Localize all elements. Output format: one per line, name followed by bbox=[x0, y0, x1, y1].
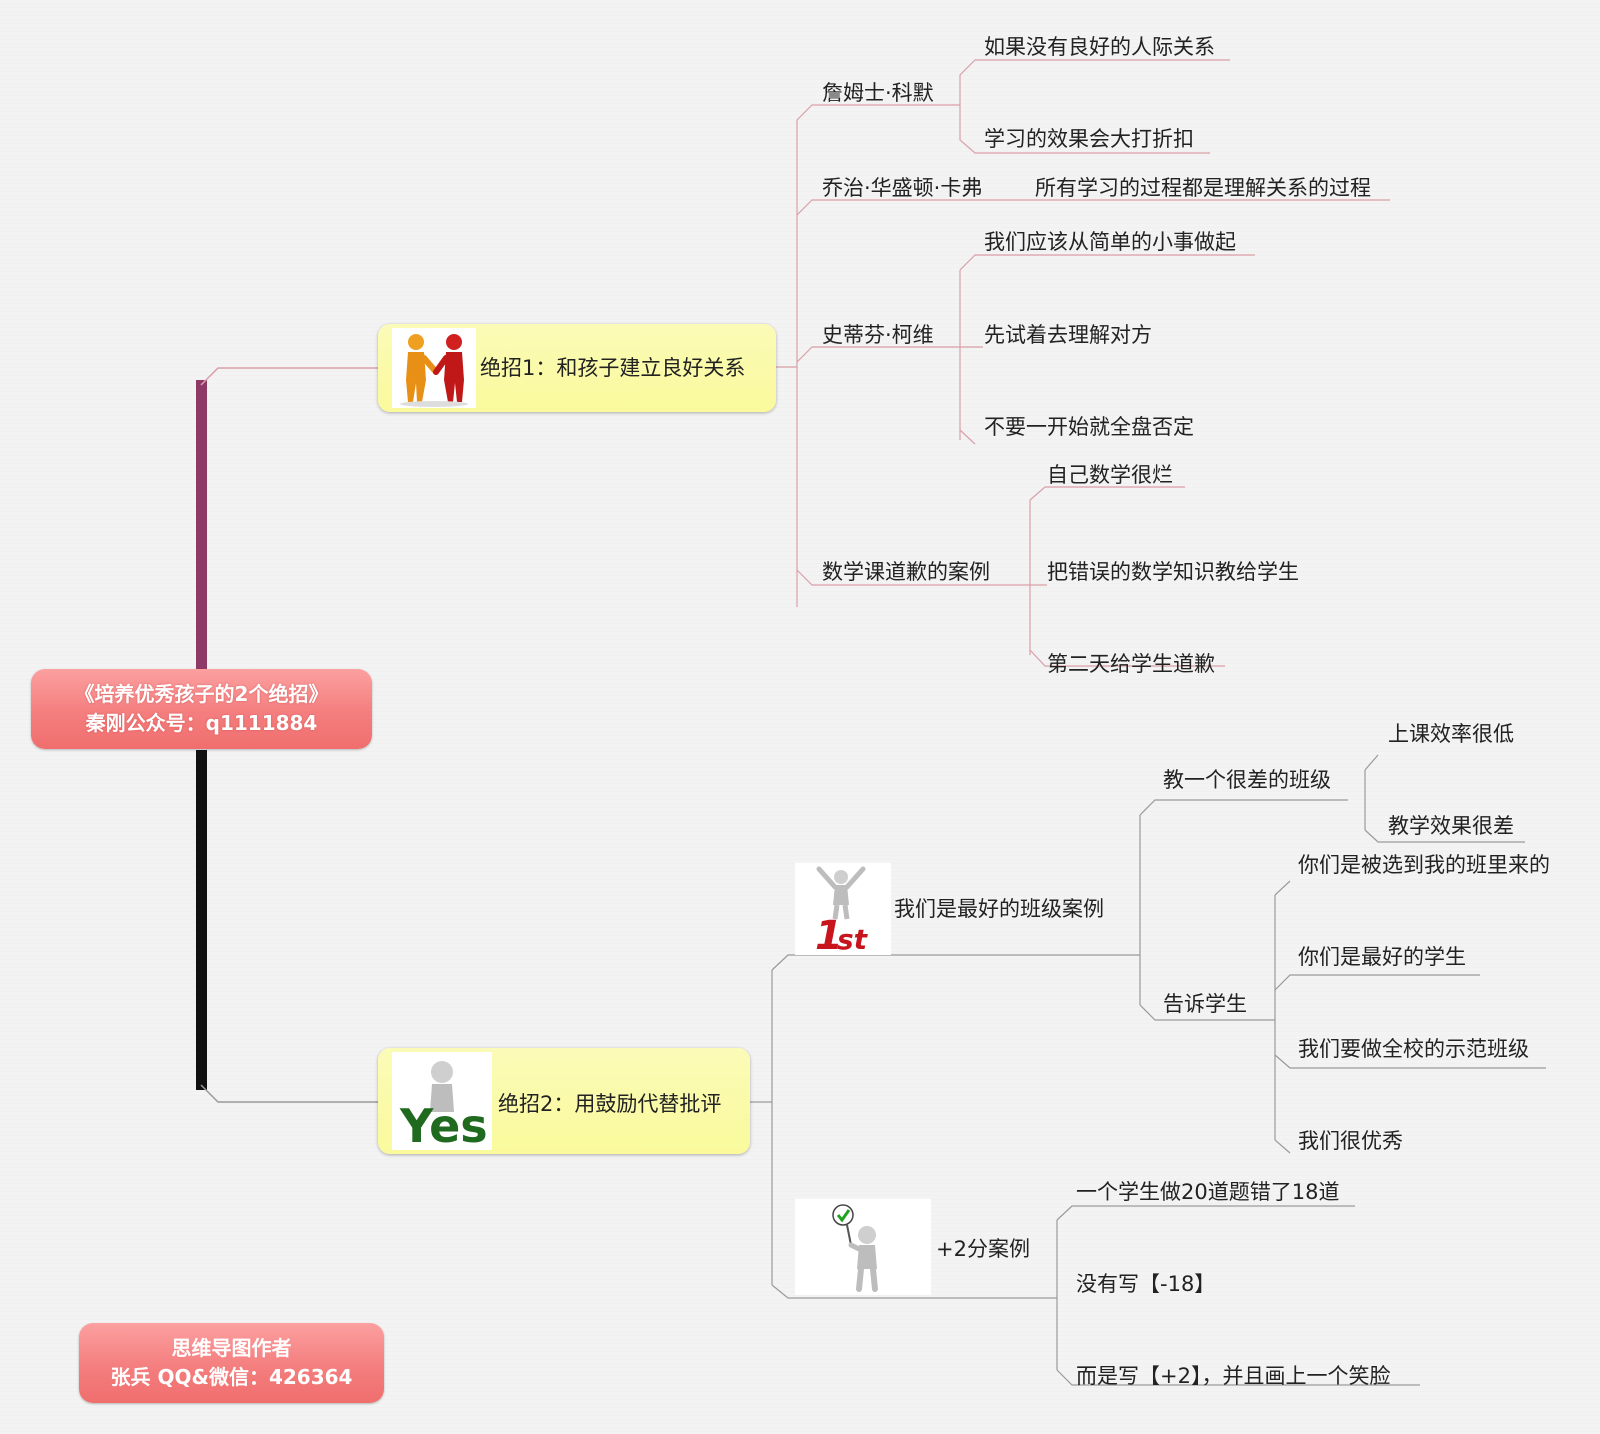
author-node[interactable]: 思维导图作者 张兵 QQ&微信：426364 bbox=[79, 1323, 384, 1403]
stephen-point-3[interactable]: 不要一开始就全盘否定 bbox=[984, 415, 1194, 439]
math-case[interactable]: 数学课道歉的案例 bbox=[822, 560, 990, 584]
tell-point-3[interactable]: 我们要做全校的示范班级 bbox=[1298, 1037, 1529, 1061]
root-node[interactable]: 《培养优秀孩子的2个绝招》 秦刚公众号：q1111884 bbox=[31, 669, 372, 749]
branch1-node[interactable]: 绝招1：和孩子建立良好关系 bbox=[378, 324, 776, 412]
stephen-point-2[interactable]: 先试着去理解对方 bbox=[984, 323, 1152, 347]
plus2-point-3[interactable]: 而是写【+2】，并且画上一个笑脸 bbox=[1076, 1364, 1391, 1388]
svg-text:1: 1 bbox=[815, 913, 843, 955]
person-stephen[interactable]: 史蒂芬·柯维 bbox=[822, 323, 934, 347]
author-title: 思维导图作者 bbox=[171, 1336, 292, 1360]
tell-point-1[interactable]: 你们是被选到我的班里来的 bbox=[1298, 853, 1550, 877]
tell-point-4[interactable]: 我们很优秀 bbox=[1298, 1129, 1403, 1153]
tell-students[interactable]: 告诉学生 bbox=[1163, 992, 1247, 1016]
root-title: 《培养优秀孩子的2个绝招》 bbox=[74, 682, 329, 706]
math-point-2[interactable]: 把错误的数学知识教给学生 bbox=[1047, 560, 1299, 584]
james-point-2[interactable]: 学习的效果会大打折扣 bbox=[984, 127, 1194, 151]
trunk-lower bbox=[196, 750, 207, 1090]
svg-text:st: st bbox=[837, 923, 869, 955]
yes-figure-icon: Yes bbox=[392, 1052, 492, 1153]
math-point-3[interactable]: 第二天给学生道歉 bbox=[1047, 652, 1215, 676]
branch2-label: 绝招2：用鼓励代替批评 bbox=[498, 1092, 722, 1116]
first-place-icon: 1 st bbox=[795, 863, 891, 959]
bad-class-point-2[interactable]: 教学效果很差 bbox=[1388, 814, 1514, 838]
svg-text:Yes: Yes bbox=[399, 1099, 488, 1150]
branch2-node[interactable]: Yes 绝招2：用鼓励代替批评 bbox=[378, 1048, 750, 1154]
plus2-point-2[interactable]: 没有写【-18】 bbox=[1076, 1272, 1216, 1296]
math-point-1[interactable]: 自己数学很烂 bbox=[1047, 463, 1173, 487]
tell-point-2[interactable]: 你们是最好的学生 bbox=[1298, 945, 1466, 969]
branch1-label: 绝招1：和孩子建立良好关系 bbox=[480, 356, 746, 380]
stephen-point-1[interactable]: 我们应该从简单的小事做起 bbox=[984, 230, 1236, 254]
checkmark-figure-icon bbox=[795, 1199, 931, 1295]
bad-class-point-1[interactable]: 上课效率很低 bbox=[1388, 722, 1514, 746]
person-james[interactable]: 詹姆士·科默 bbox=[822, 81, 934, 105]
plus2-case[interactable]: +2分案例 bbox=[936, 1237, 1030, 1261]
george-point-1[interactable]: 所有学习的过程都是理解关系的过程 bbox=[1035, 176, 1371, 200]
best-class-case[interactable]: 我们是最好的班级案例 bbox=[894, 897, 1104, 921]
root-subtitle: 秦刚公众号：q1111884 bbox=[85, 711, 318, 735]
trunk-upper bbox=[196, 380, 207, 670]
bad-class[interactable]: 教一个很差的班级 bbox=[1163, 768, 1331, 792]
james-point-1[interactable]: 如果没有良好的人际关系 bbox=[984, 35, 1215, 59]
author-contact: 张兵 QQ&微信：426364 bbox=[110, 1365, 353, 1389]
handshake-icon bbox=[392, 328, 476, 408]
plus2-point-1[interactable]: 一个学生做20道题错了18道 bbox=[1076, 1180, 1340, 1204]
person-george[interactable]: 乔治·华盛顿·卡弗 bbox=[822, 176, 983, 200]
